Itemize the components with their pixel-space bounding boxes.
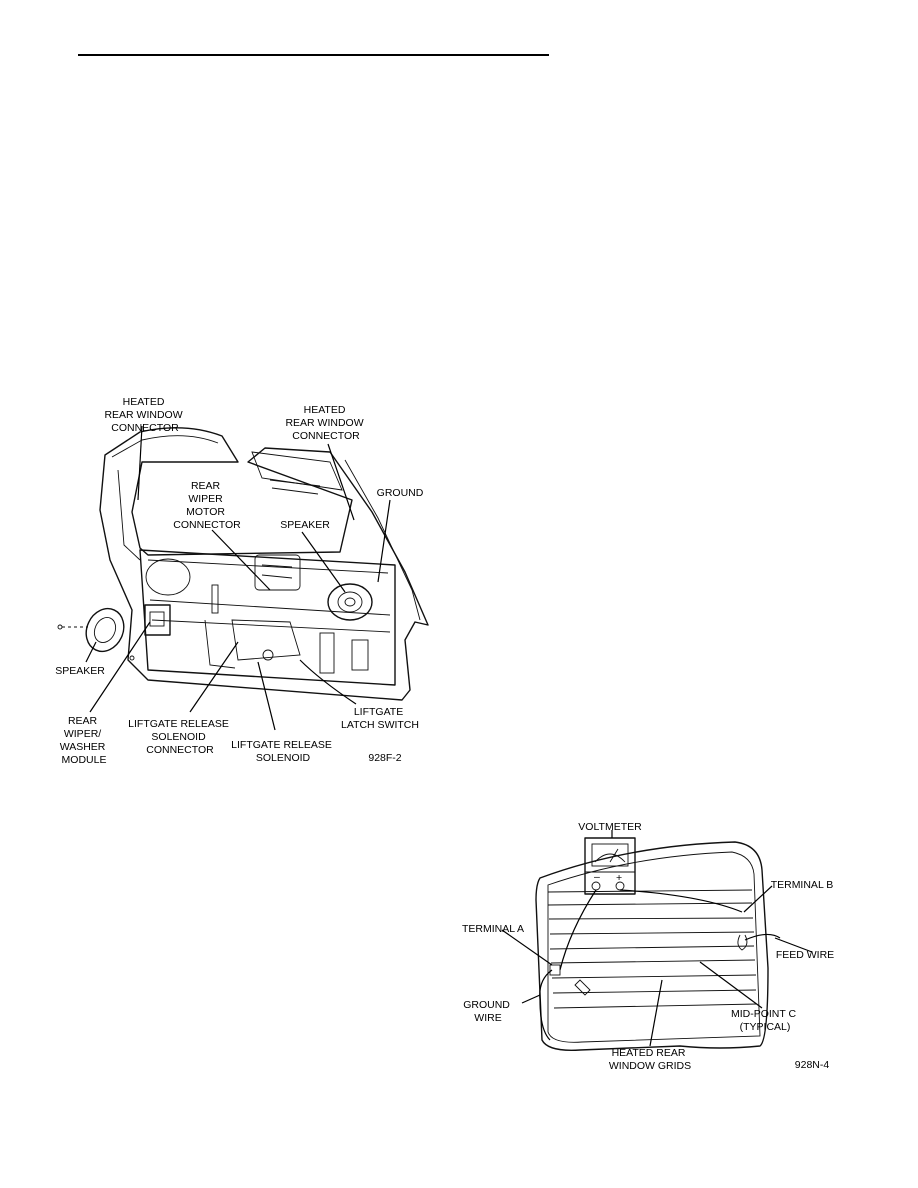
liftgate-leader-lines	[85, 425, 391, 731]
figure-code-928f-2: 928F-2	[368, 752, 401, 764]
rear-window-drawing: – +	[535, 837, 781, 1051]
liftgate-release-solenoid-label: LIFTGATE RELEASE SOLENOID	[231, 739, 335, 764]
heated-rear-window-connector-left-label: HEATED REAR WINDOW CONNECTOR	[104, 396, 185, 434]
figure-code-928n-4: 928N-4	[795, 1059, 830, 1071]
svg-text:–: –	[594, 871, 600, 883]
speaker-right-label: SPEAKER	[280, 519, 330, 531]
liftgate-latch-switch-label: LIFTGATE LATCH SWITCH	[341, 706, 419, 731]
liftgate-labels: HEATED REAR WINDOW CONNECTOR HEATED REAR…	[55, 396, 424, 766]
liftgate-figure: HEATED REAR WINDOW CONNECTOR HEATED REAR…	[55, 396, 429, 766]
mid-point-c-label: MID-POINT C (TYPICAL)	[731, 1008, 799, 1033]
liftgate-drawing	[57, 427, 429, 701]
voltmeter-leader-lines	[501, 830, 813, 1047]
terminal-a-label: TERMINAL A	[462, 923, 524, 935]
header-rule	[78, 54, 549, 56]
rear-wiper-washer-module-label: REAR WIPER/ WASHER MODULE	[60, 715, 109, 766]
voltmeter-icon	[584, 837, 636, 895]
liftgate-release-solenoid-connector-label: LIFTGATE RELEASE SOLENOID CONNECTOR	[128, 718, 232, 756]
ground-wire-label: GROUND WIRE	[463, 999, 513, 1024]
voltmeter-label: VOLTMETER	[578, 821, 642, 833]
terminal-b-label: TERMINAL B	[771, 879, 834, 891]
heated-rear-window-grids-label: HEATED REAR WINDOW GRIDS	[609, 1047, 691, 1072]
speaker-left-label: SPEAKER	[55, 665, 105, 677]
feed-wire-label: FEED WIRE	[776, 949, 834, 961]
heater-grid-lines	[547, 889, 758, 1009]
heated-rear-window-connector-right-label: HEATED REAR WINDOW CONNECTOR	[285, 404, 366, 442]
voltmeter-test-figure: – + VOLTMETER TERMINAL B TER	[462, 821, 834, 1072]
rear-wiper-motor-connector-label: REAR WIPER MOTOR CONNECTOR	[173, 480, 241, 531]
ground-label: GROUND	[377, 487, 424, 499]
svg-text:+: +	[616, 872, 622, 884]
voltmeter-labels: VOLTMETER TERMINAL B TERMINAL A FEED WIR…	[462, 821, 834, 1072]
